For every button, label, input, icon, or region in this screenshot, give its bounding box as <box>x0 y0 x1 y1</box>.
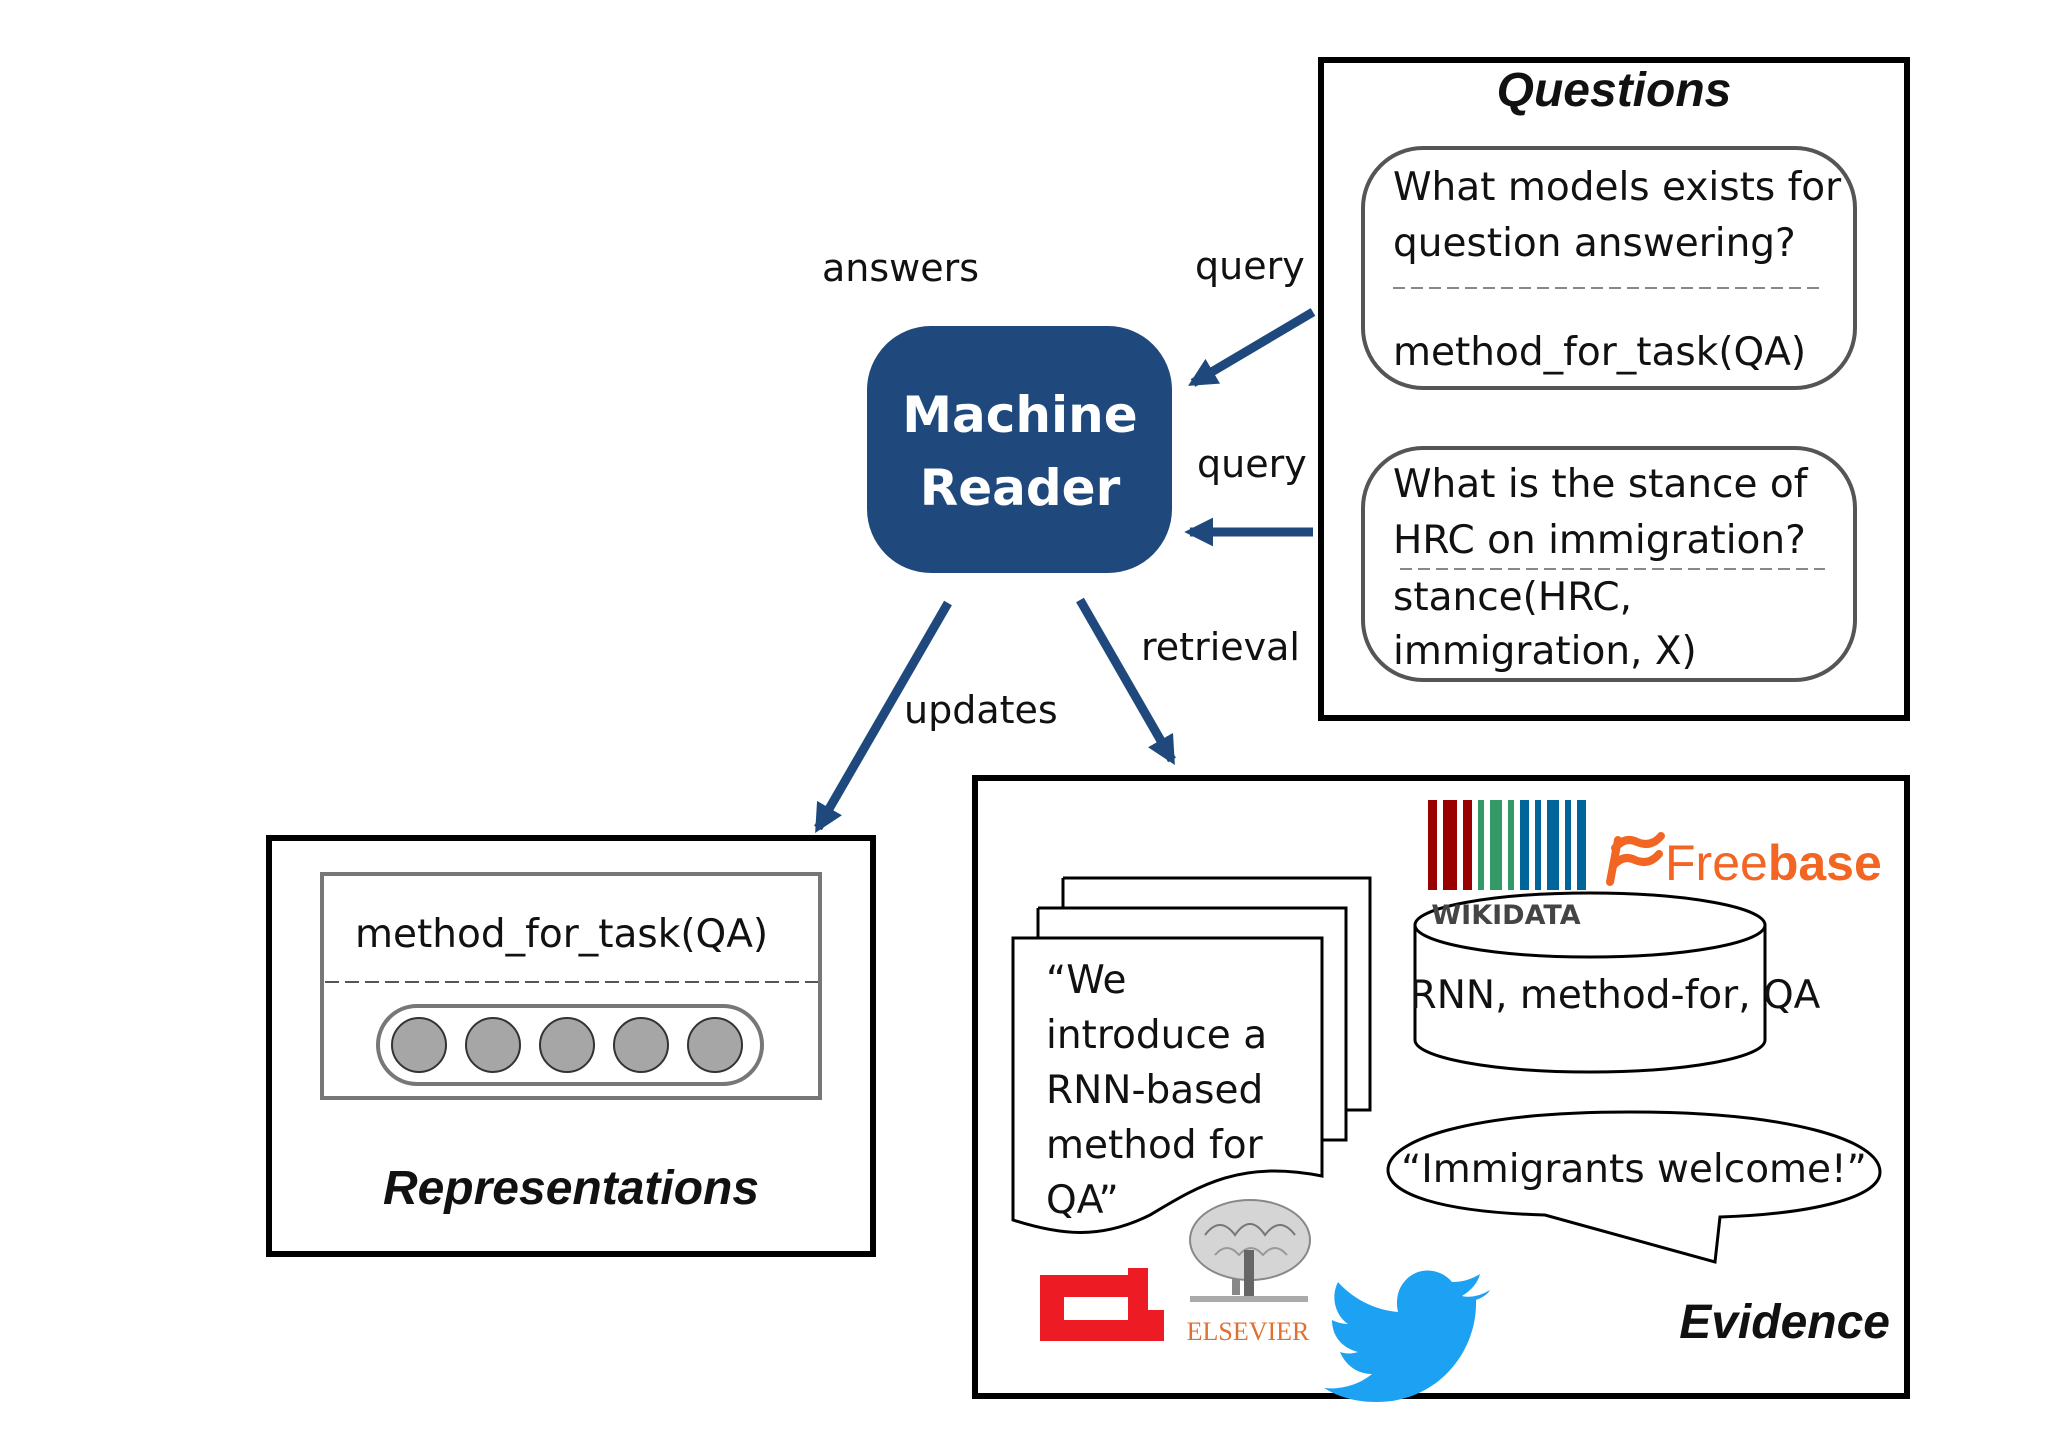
questions-panel: Questions What models exists for questio… <box>1318 57 1910 721</box>
evidence-title: Evidence <box>1679 1296 1890 1349</box>
freebase-label-free: Free <box>1665 835 1768 891</box>
machine-reader-box <box>867 326 1172 573</box>
embedding-vector-frame <box>376 1004 764 1086</box>
question-1-logical-form: method_for_task(QA) <box>1393 330 1806 375</box>
arrows <box>814 308 1316 833</box>
query-label-bottom: query <box>1197 442 1307 486</box>
tweet-bubble-shape <box>1386 1110 1882 1264</box>
updates-arrow <box>814 600 952 833</box>
evidence-panel: “We introduce a RNN-based method for QA”… <box>972 775 1910 1402</box>
embedding-vector <box>376 1004 764 1086</box>
embedding-cell <box>465 1017 521 1073</box>
tweet-bubble: “Immigrants welcome!” <box>1386 1110 1882 1264</box>
embedding-cell <box>687 1017 743 1073</box>
document-line-4: method for <box>1046 1123 1264 1168</box>
representations-title: Representations <box>383 1162 759 1215</box>
freebase-label: Freebase <box>1665 835 1882 891</box>
updates-label: updates <box>904 688 1058 732</box>
question-2-logical-form-line-2: immigration, X) <box>1393 629 1697 674</box>
twitter-bird-icon <box>1324 1270 1490 1402</box>
answers-label: answers <box>822 246 979 290</box>
question-card-1: What models exists for question answerin… <box>1361 146 1857 390</box>
document-line-3: RNN-based <box>1046 1068 1263 1113</box>
question-2-line-2: HRC on immigration? <box>1393 518 1806 563</box>
document-page-front <box>1011 936 1324 1234</box>
questions-frame <box>1318 57 1910 721</box>
representation-card <box>320 872 822 1100</box>
kb-cylinder-body <box>1413 925 1767 1074</box>
representation-logical-form: method_for_task(QA) <box>355 912 768 957</box>
question-1-line-2: question answering? <box>1393 221 1796 266</box>
tweet-text: “Immigrants welcome!” <box>1401 1147 1867 1192</box>
freebase-logo-icon: Freebase <box>1606 832 1882 891</box>
embedding-cell <box>613 1017 669 1073</box>
evidence-frame <box>972 775 1910 1399</box>
retrieval-label: retrieval <box>1141 625 1300 669</box>
knowledge-base-cylinder: RNN, method-for, QA <box>1410 891 1821 1074</box>
wikidata-logo-icon: WIKIDATA <box>1428 800 1586 931</box>
elsevier-logo-icon: ELSEVIER <box>1187 1199 1311 1346</box>
kb-cylinder-top <box>1413 891 1767 959</box>
retrieval-arrow <box>1076 597 1176 765</box>
machine-reader-line-1: Machine <box>902 386 1137 444</box>
document-stack: “We introduce a RNN-based method for QA” <box>1011 876 1372 1234</box>
document-line-1: “We <box>1046 958 1126 1003</box>
document-line-5: QA” <box>1046 1178 1119 1223</box>
embedding-cell <box>391 1017 447 1073</box>
query-arrow-top <box>1188 308 1316 387</box>
acl-logo-icon <box>1040 1268 1164 1341</box>
freebase-label-base: base <box>1768 835 1882 891</box>
questions-title: Questions <box>1497 64 1732 117</box>
question-card-2: What is the stance of HRC on immigration… <box>1361 446 1857 682</box>
kb-triple: RNN, method-for, QA <box>1410 973 1821 1018</box>
wikidata-label: WIKIDATA <box>1431 900 1580 931</box>
machine-reader-node: Machine Reader <box>867 326 1172 573</box>
question-2-logical-form-line-1: stance(HRC, <box>1393 575 1632 620</box>
representations-panel: method_for_task(QA) Representations <box>266 835 876 1257</box>
question-card-1-frame <box>1361 146 1857 390</box>
embedding-cell <box>539 1017 595 1073</box>
elsevier-label: ELSEVIER <box>1187 1317 1310 1346</box>
document-line-2: introduce a <box>1046 1013 1267 1058</box>
question-1-line-1: What models exists for <box>1393 165 1842 210</box>
machine-reader-line-2: Reader <box>920 459 1121 517</box>
question-2-line-1: What is the stance of <box>1393 462 1809 507</box>
representations-frame <box>266 835 876 1257</box>
question-card-2-frame <box>1361 446 1857 682</box>
query-label-top: query <box>1195 244 1305 288</box>
